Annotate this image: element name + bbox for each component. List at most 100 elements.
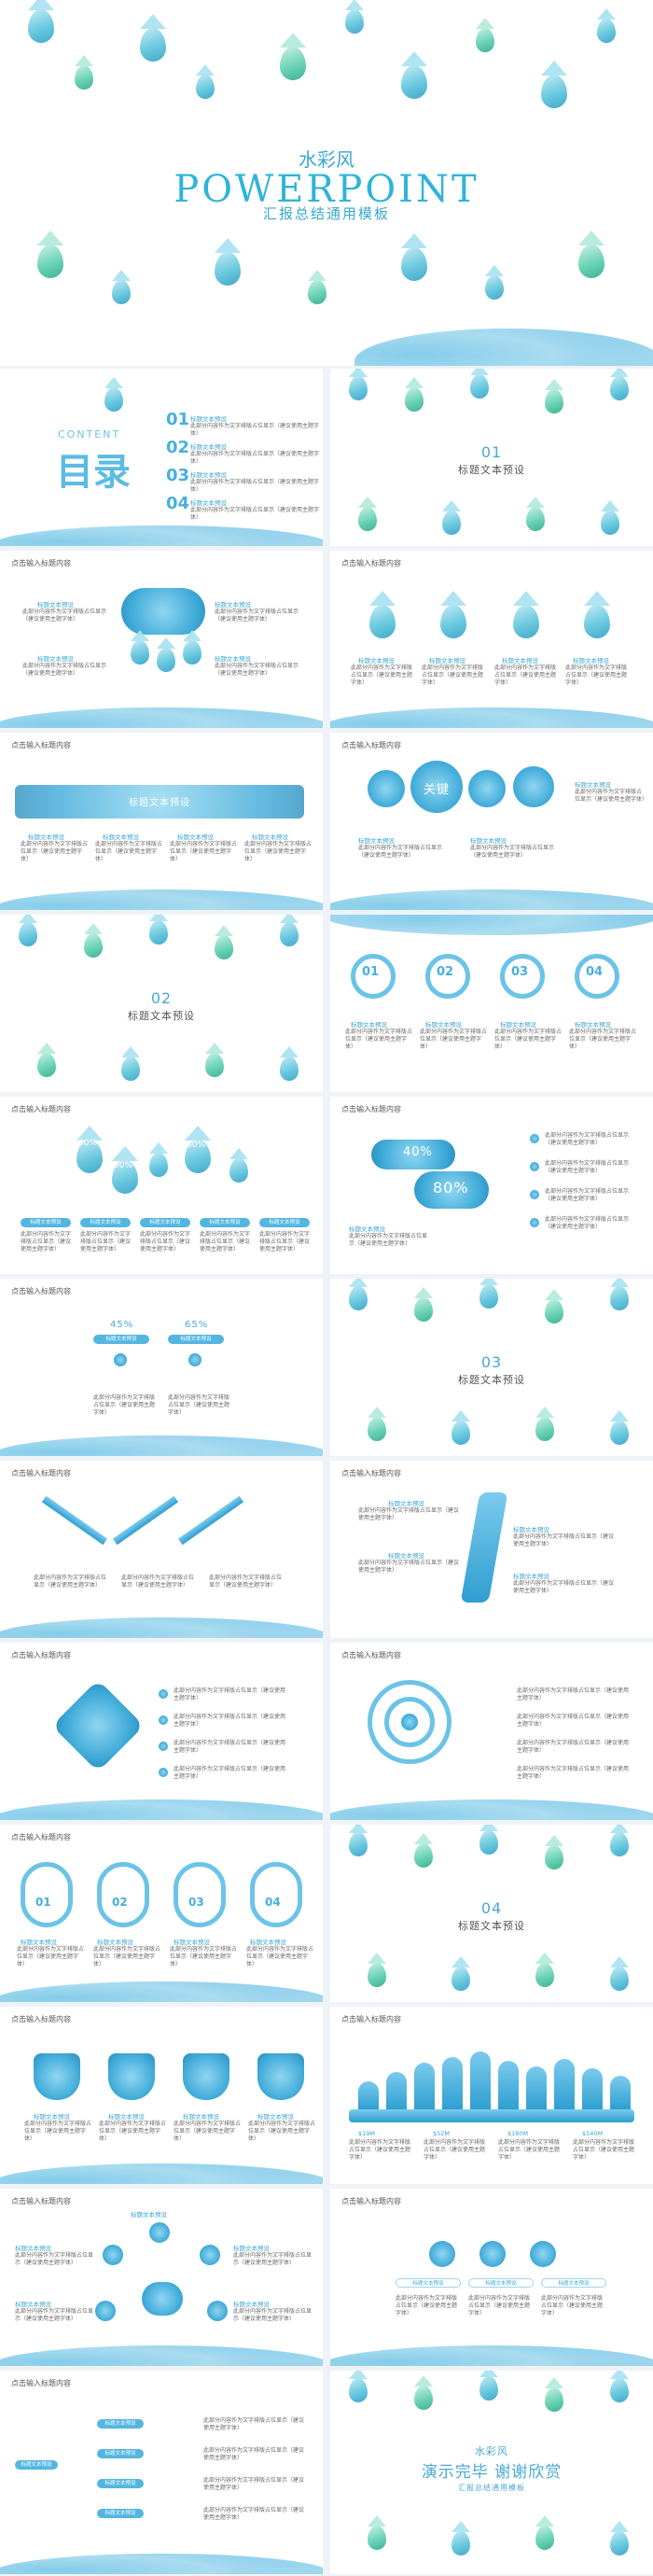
- raindrop-icon: [157, 648, 175, 672]
- section-slide-02[interactable]: 02 标题文本预设: [0, 915, 323, 1092]
- cloud-icon: [330, 889, 653, 910]
- raindrop-icon: [440, 605, 466, 638]
- toc-slide[interactable]: CONTENT 目录 01 标题文本预设 此部分内容作为文字排版占位显示（建议使…: [0, 369, 323, 546]
- text-body: 此部分内容作为文字排版占位显示（建议使用主题字体）: [21, 841, 89, 862]
- toc-desc: 此部分内容作为文字排版占位显示（建议使用主题字体）: [190, 507, 320, 521]
- text-body: 此部分内容作为文字排版占位显示（建议使用主题字体）: [174, 1740, 286, 1754]
- slide-title: 点击输入标题内容: [11, 1833, 71, 1841]
- content-slide[interactable]: 点击输入标题内容 标题文本预设 标题文本预设 此部分内容作为文字排版占位显示（建…: [0, 2189, 323, 2366]
- content-slide[interactable]: 点击输入标题内容 关键 标题文本预设 此部分内容作为文字排版占位显示（建议使用主…: [330, 733, 653, 910]
- watercolor-blob: [368, 770, 405, 807]
- step-number: 03: [188, 1896, 204, 1909]
- heading-pill[interactable]: 标题文本预设: [97, 2419, 144, 2429]
- text-heading: 标题文本预设: [215, 601, 251, 609]
- content-slide[interactable]: 点击输入标题内容 标题文本预设 标题文本预设 标题文本预设 标题文本预设 此部分…: [0, 2007, 323, 2184]
- heading-pill[interactable]: 标题文本预设: [468, 2278, 534, 2288]
- step-badge: [95, 2301, 116, 2321]
- heading-pill[interactable]: 标题文本预设: [97, 2509, 144, 2518]
- text-body: 此部分内容作为文字排版占位显示（建议使用主题字体）: [358, 1507, 460, 1521]
- section-slide-01[interactable]: 01 标题文本预设: [330, 369, 653, 546]
- text-body: 此部分内容作为文字排版占位显示（建议使用主题字体）: [22, 609, 107, 623]
- text-heading: 标题文本预设: [575, 781, 611, 789]
- step-badge: [149, 2222, 170, 2243]
- text-heading: 标题文本预设: [429, 657, 465, 665]
- content-slide[interactable]: 01 02 03 04 标题文本预设 标题文本预设 标题文本预设 标题文本预设 …: [330, 915, 653, 1092]
- text-body: 此部分内容作为文字排版占位显示（建议使用主题字体）: [93, 1394, 156, 1416]
- content-slide[interactable]: 点击输入标题内容 01 02 03 04 标题文本预设 标题文本预设 标题文本预…: [0, 1825, 323, 2002]
- raindrop-icon: [149, 1153, 168, 1177]
- content-slide[interactable]: 点击输入标题内容 $19M $52M $180M $540M 此部分内容作为文字…: [330, 2007, 653, 2184]
- text-body: 此部分内容作为文字排版占位显示（建议使用主题字体）: [246, 1946, 314, 1967]
- text-body: 此部分内容作为文字排版占位显示（建议使用主题字体）: [209, 1575, 283, 1589]
- toc-num: 02: [166, 438, 190, 457]
- step-ring: [21, 1862, 73, 1927]
- text-heading: 标题文本预设: [502, 657, 538, 665]
- cloud-icon: [0, 1617, 323, 1638]
- section-slide-04[interactable]: 04 标题文本预设: [330, 1825, 653, 2002]
- text-body: 此部分内容作为文字排版占位显示（建议使用主题字体）: [95, 841, 163, 862]
- text-body: 此部分内容作为文字排版占位显示（建议使用主题字体）: [358, 845, 443, 859]
- raindrop-icon: [535, 2526, 554, 2550]
- raindrop-icon: [610, 2378, 629, 2402]
- syringe-icon: [112, 1495, 179, 1546]
- step-number: 03: [511, 965, 529, 979]
- heading-pill[interactable]: 标题文本预设: [97, 2479, 144, 2488]
- cloud-icon: [330, 915, 653, 935]
- heading-pill[interactable]: 标题文本预设: [97, 2449, 144, 2458]
- content-slide[interactable]: 点击输入标题内容 标题文本预设 此部分内容作为文字排版占位显示（建议使用主题字体…: [0, 551, 323, 728]
- step-number: 01: [362, 965, 380, 979]
- watercolor-strip: [15, 785, 304, 819]
- toc-item[interactable]: 标题文本预设: [190, 443, 227, 451]
- raindrop-icon: [280, 922, 299, 946]
- raindrop-icon: [470, 374, 489, 399]
- heading-pill[interactable]: 标题文本预设: [15, 2460, 58, 2470]
- heading-pill: 标题文本预设: [168, 1335, 224, 1344]
- ending-slide[interactable]: 水彩风 演示完毕 谢谢欣赏 汇报总结通用模板: [330, 2371, 653, 2574]
- section-title: 标题文本预设: [458, 1920, 525, 1932]
- heading-pill[interactable]: 标题文本预设: [541, 2278, 606, 2288]
- text-body: 此部分内容作为文字排版占位显示（建议使用主题字体）: [215, 609, 299, 623]
- content-slide[interactable]: 点击输入标题内容 40% 80% 标题文本预设 此部分内容作为文字排版占位显示（…: [330, 1097, 653, 1274]
- text-heading: 标题文本预设: [233, 2245, 270, 2252]
- content-slide[interactable]: 点击输入标题内容 标题文本预设 标题文本预设 标题文本预设 标题文本预设 标题文…: [0, 733, 323, 910]
- text-body: 此部分内容作为文字排版占位显示（建议使用主题字体）: [351, 665, 413, 686]
- raindrop-icon: [349, 1832, 368, 1856]
- toc-label-en: CONTENT: [58, 428, 121, 441]
- flask-icon: [257, 2053, 304, 2100]
- snowflake-icon: [51, 1679, 145, 1772]
- text-heading: 标题文本预设: [233, 2301, 270, 2308]
- raindrop-icon: [369, 605, 396, 638]
- cover-slide[interactable]: 水彩风 POWERPOINT 汇报总结通用模板: [0, 0, 653, 366]
- toc-num: 04: [166, 494, 190, 513]
- toc-item[interactable]: 标题文本预设: [190, 499, 227, 507]
- content-slide[interactable]: 点击输入标题内容 45% 65% 标题文本预设 标题文本预设 此部分内容作为文字…: [0, 1279, 323, 1456]
- text-heading: 标题文本预设: [513, 1573, 549, 1580]
- raindrop-icon: [28, 9, 54, 43]
- text-body: 此部分内容作为文字排版占位显示（建议使用主题字体）: [17, 1946, 85, 1967]
- content-slide[interactable]: 点击输入标题内容 标题文本预设 此部分内容作为文字排版占位显示（建议使用主题字体…: [330, 1461, 653, 1638]
- flask-icon: [108, 2053, 155, 2100]
- heading-pill[interactable]: 标题文本预设: [396, 2278, 461, 2288]
- content-slide[interactable]: 点击输入标题内容 此部分内容作为文字排版占位显示（建议使用主题字体） 此部分内容…: [330, 1643, 653, 1820]
- raindrop-icon: [485, 275, 504, 300]
- toc-num: 03: [166, 466, 190, 485]
- raindrop-icon: [610, 1421, 629, 1445]
- content-slide[interactable]: 点击输入标题内容 此部分内容作为文字排版占位显示（建议使用主题字体） 此部分内容…: [0, 1461, 323, 1638]
- text-body: 此部分内容作为文字排版占位显示（建议使用主题字体）: [517, 1714, 630, 1728]
- text-body: 此部分内容作为文字排版占位显示（建议使用主题字体）: [349, 1233, 428, 1247]
- toc-item[interactable]: 标题文本预设: [190, 471, 227, 479]
- text-body: 此部分内容作为文字排版占位显示（建议使用主题字体）: [420, 1029, 488, 1050]
- raindrop-icon: [215, 252, 241, 286]
- content-slide[interactable]: 点击输入标题内容 标题文本预设 标题文本预设 标题文本预设 标题文本预设 此部分…: [330, 551, 653, 728]
- content-slide[interactable]: 点击输入标题内容 此部分内容作为文字排版占位显示（建议使用主题字体） 此部分内容…: [0, 1643, 323, 1820]
- content-slide[interactable]: 点击输入标题内容 标题文本预设 标题文本预设 标题文本预设 此部分内容作为文字排…: [330, 2189, 653, 2366]
- raindrop-icon: [140, 28, 166, 62]
- text-heading: 标题文本预设: [349, 1225, 385, 1233]
- content-slide[interactable]: 点击输入标题内容 90% 60% 50% 标题文本预设 标题文本预设 标题文本预…: [0, 1097, 323, 1274]
- bullet-dot: [530, 1218, 539, 1227]
- heading-pill: 标题文本预设: [140, 1218, 190, 1227]
- bar-graphic: [582, 2068, 603, 2109]
- content-slide[interactable]: 点击输入标题内容 标题文本预设 标题文本预设 标题文本预设 标题文本预设 标题文…: [0, 2371, 323, 2574]
- section-slide-03[interactable]: 03 标题文本预设: [330, 1279, 653, 1456]
- toc-item[interactable]: 标题文本预设: [190, 415, 227, 423]
